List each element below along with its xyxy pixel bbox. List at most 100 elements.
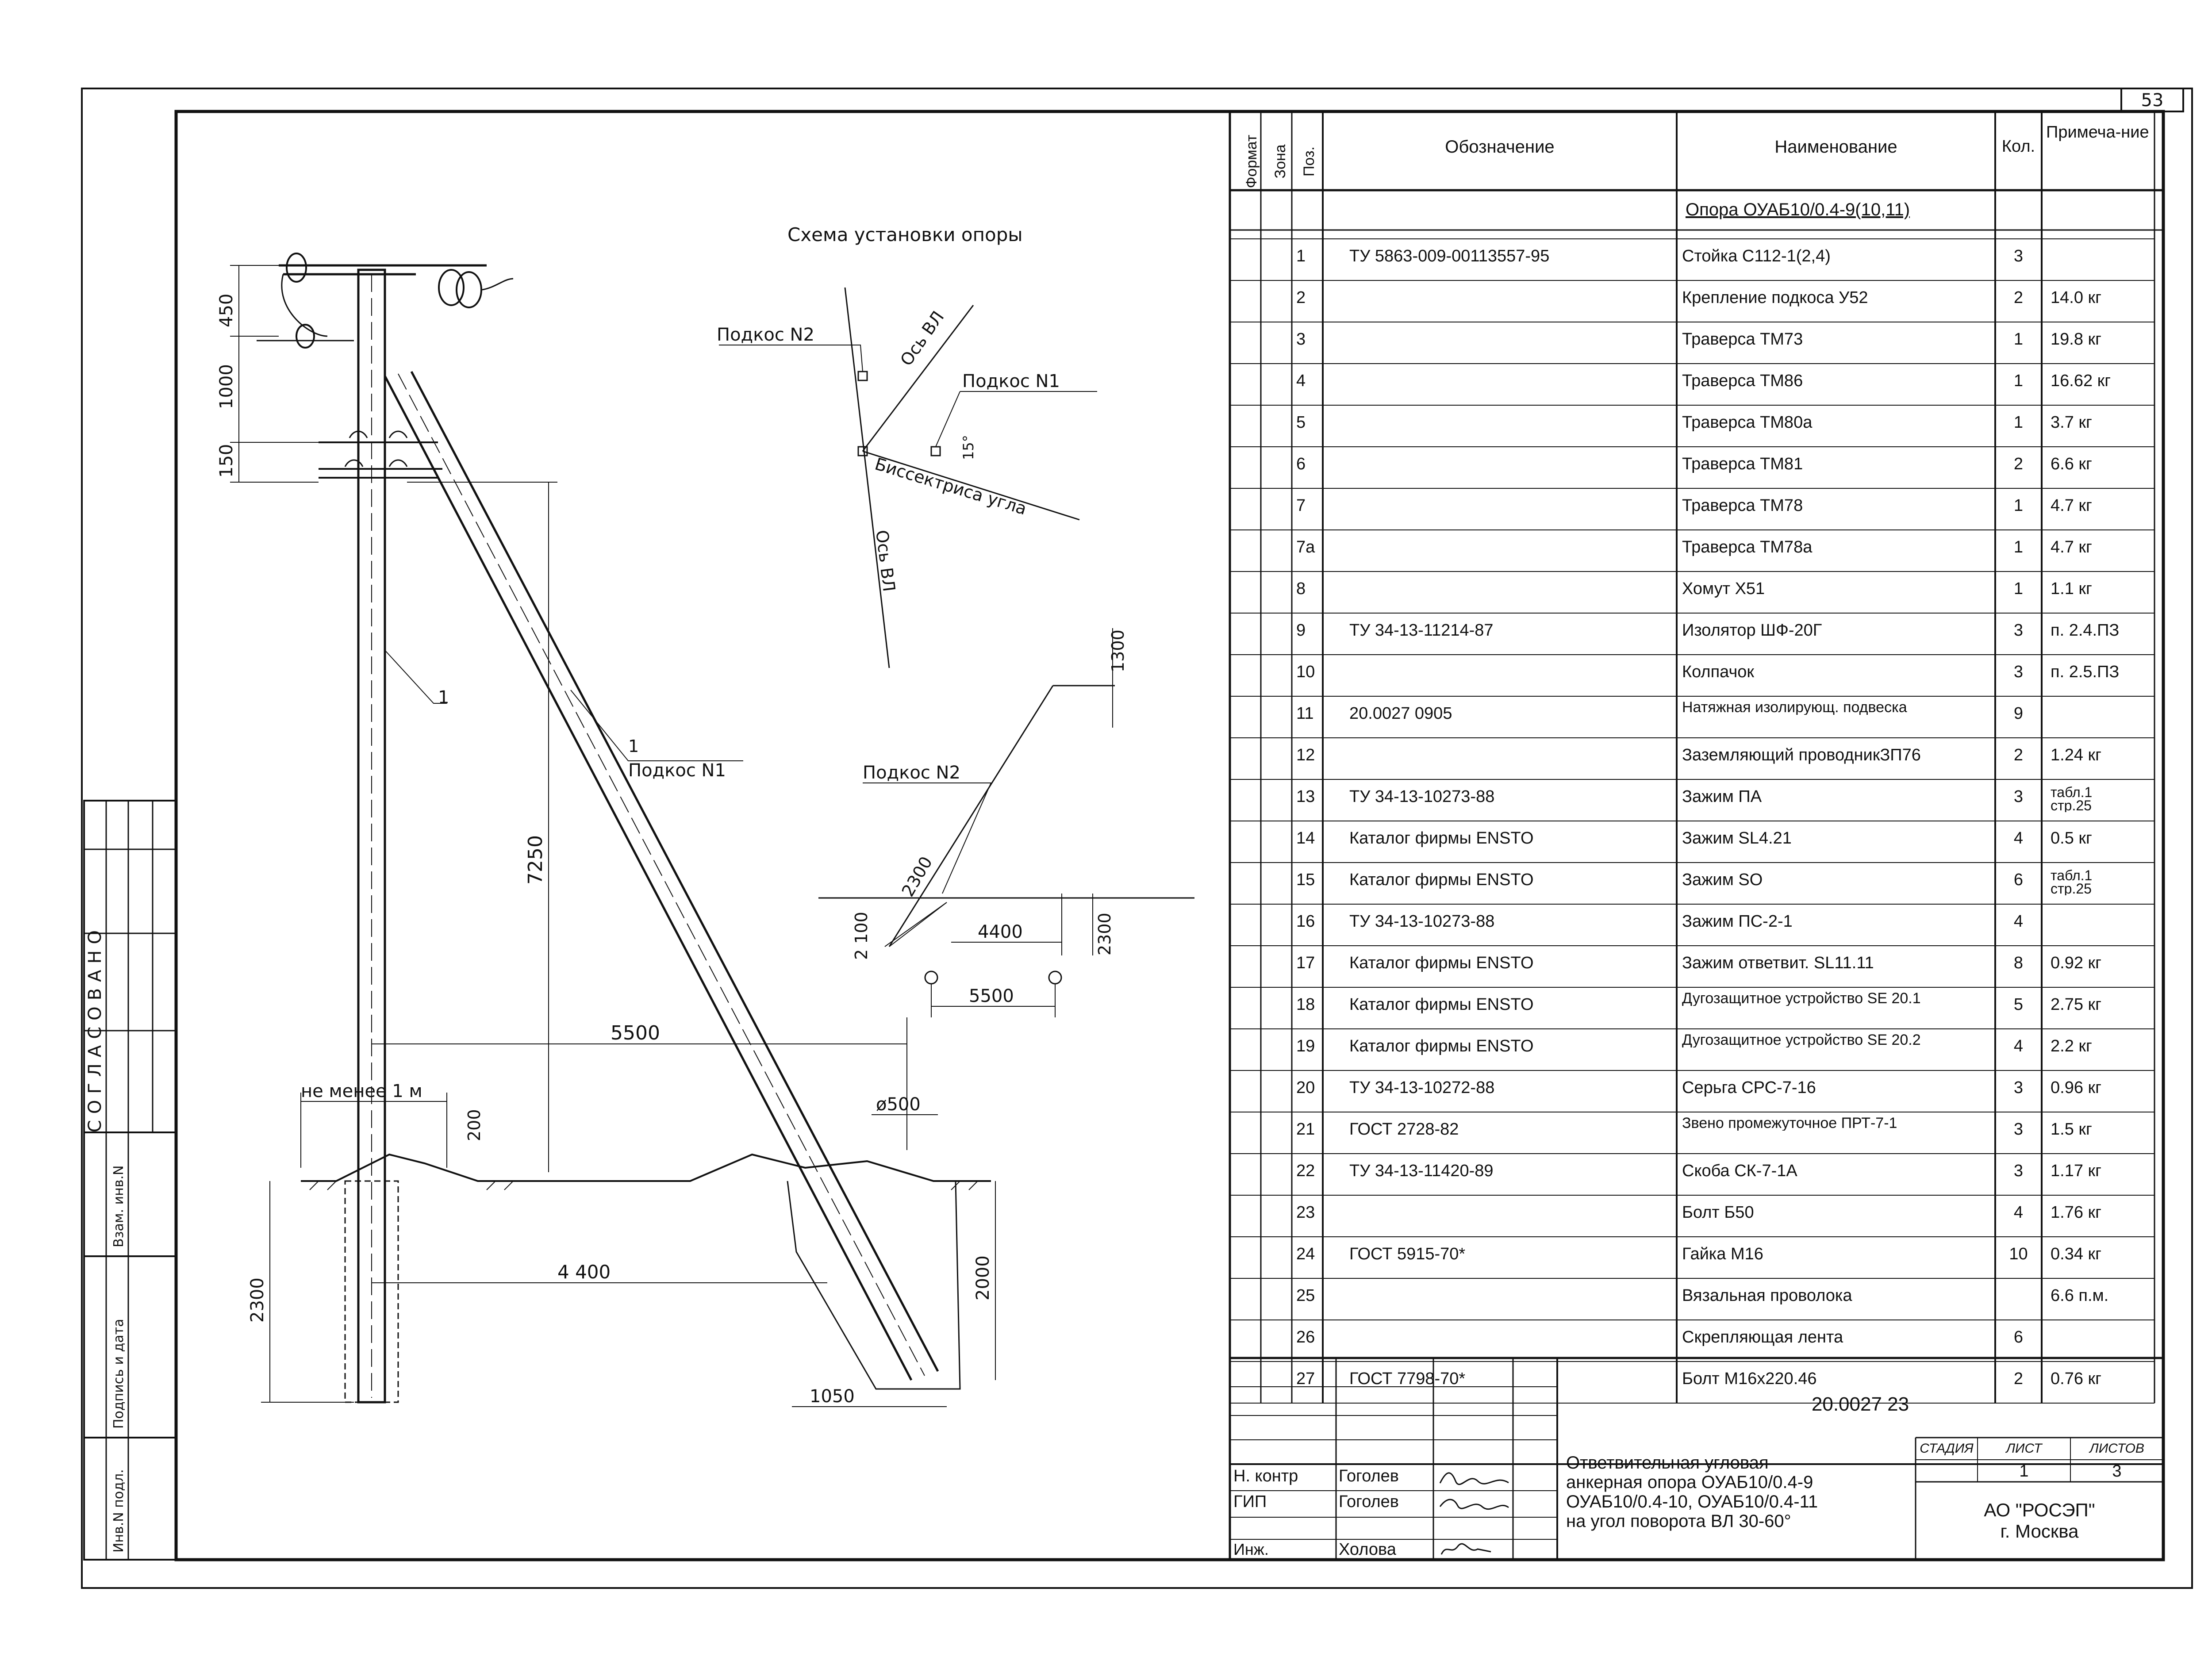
sheets-count: 3 — [2112, 1462, 2122, 1481]
dim-1050: 1050 — [810, 1386, 855, 1407]
header-note: Примеча-ние — [2046, 123, 2149, 142]
spec-row-pos: 27 — [1296, 1369, 1315, 1388]
person-role-0: Н. контр — [1233, 1467, 1298, 1485]
spec-row-note: 16.62 кг — [2051, 372, 2111, 390]
spec-row-name: Траверса ТМ81 — [1682, 455, 1803, 473]
spec-row-name: Траверса ТМ78 — [1682, 496, 1803, 515]
spec-row-pos: 17 — [1296, 954, 1315, 972]
spec-row-note: п. 2.4.ПЗ — [2051, 621, 2120, 640]
spec-row-qty: 2 — [2013, 455, 2024, 473]
spec-row-note: табл.1 стр.25 — [2051, 786, 2093, 812]
spec-row-pos: 15 — [1296, 871, 1315, 889]
sheet-number: 1 — [2019, 1462, 2029, 1481]
spec-row-note: 1.76 кг — [2051, 1203, 2102, 1222]
spec-row-pos: 18 — [1296, 995, 1315, 1014]
pole-drawing: 450 1000 150 7250 5500 не менее 1 м 200 … — [216, 253, 996, 1407]
spec-row-qty: 3 — [2013, 247, 2024, 265]
spec-row-pos: 23 — [1296, 1203, 1315, 1222]
stamp-field-0: Взам. инв.N — [111, 1166, 127, 1247]
dim-4400-detail: 4400 — [978, 922, 1023, 942]
spec-row-pos: 16 — [1296, 912, 1315, 931]
spec-row-qty: 4 — [2013, 912, 2024, 931]
spec-row-pos: 22 — [1296, 1162, 1315, 1180]
outer-frame — [81, 88, 2193, 1589]
person-role-1: ГИП — [1233, 1492, 1267, 1511]
spec-row-name: Зажим SO — [1682, 871, 1763, 889]
person-role-2: Инж. — [1233, 1540, 1269, 1558]
spec-row-pos: 13 — [1296, 787, 1315, 806]
spec-row-des: ГОСТ 2728-82 — [1349, 1120, 1459, 1139]
spec-row-note: 6.6 кг — [2051, 455, 2092, 473]
dim-200: 200 — [465, 1109, 484, 1141]
stamp-field-1: Подпись и дата — [111, 1319, 127, 1429]
spec-row-note: 0.92 кг — [2051, 954, 2102, 972]
spec-row-des: ТУ 34-13-11214-87 — [1349, 621, 1494, 640]
spec-row-des: ТУ 34-13-10273-88 — [1349, 787, 1495, 806]
spec-row-qty: 6 — [2013, 871, 2024, 889]
brace-pole — [384, 371, 939, 1381]
doc-title: Ответвительная угловая анкерная опора ОУ… — [1566, 1453, 1911, 1531]
spec-row-note: 1.1 кг — [2051, 579, 2092, 598]
spec-row-des: ТУ 34-13-11420-89 — [1349, 1162, 1494, 1180]
dim-150: 150 — [216, 444, 237, 478]
doc-title-line-1: анкерная опора ОУАБ10/0.4-9 — [1566, 1473, 1813, 1492]
spec-row-pos: 1 — [1296, 247, 1306, 265]
spec-row-des: 20.0027 0905 — [1349, 704, 1452, 723]
spec-row-qty: 5 — [2013, 995, 2024, 1014]
spec-row-qty: 10 — [2009, 1245, 2028, 1263]
spec-row-qty: 4 — [2013, 1037, 2024, 1055]
spec-row-des: Каталог фирмы ENSTO — [1349, 829, 1534, 848]
dim-7250: 7250 — [524, 835, 547, 885]
sheet-label: ЛИСТ — [2006, 1441, 2042, 1456]
signature-2 — [1440, 1543, 1491, 1555]
spec-row-name: Скрепляющая лента — [1682, 1328, 1843, 1346]
spec-row-note: 1.5 кг — [2051, 1120, 2092, 1139]
signature-1 — [1439, 1499, 1509, 1510]
doc-code: 20.0027 23 — [1811, 1393, 1909, 1415]
dim-2000: 2000 — [973, 1255, 993, 1300]
spec-row-name: Болт Б50 — [1682, 1203, 1754, 1222]
spec-row-des: ТУ 5863-009-00113557-95 — [1349, 247, 1550, 265]
spec-row-pos: 26 — [1296, 1328, 1315, 1346]
spec-row-name: Зажим SL4.21 — [1682, 829, 1792, 848]
scheme-brace1: Подкос N1 — [962, 371, 1060, 391]
person-name-0: Гоголев — [1339, 1467, 1399, 1485]
spec-row-pos: 7а — [1296, 538, 1315, 556]
dim-2300: 2300 — [247, 1277, 268, 1323]
label-brace1: Подкос N1 — [628, 760, 726, 781]
spec-row-des: Каталог фирмы ENSTO — [1349, 995, 1534, 1014]
signature-0 — [1439, 1472, 1509, 1485]
spec-row-pos: 19 — [1296, 1037, 1315, 1055]
org-line-1: АО "РОСЭП" — [1984, 1500, 2095, 1520]
header-pos: Поз. — [1301, 146, 1317, 176]
spec-row-qty: 1 — [2013, 496, 2024, 515]
spec-row-qty: 1 — [2013, 372, 2024, 390]
spec-row-qty: 3 — [2013, 1078, 2024, 1097]
spec-row-note: 0.5 кг — [2051, 829, 2092, 848]
dim-1300: 1300 — [1108, 629, 1128, 672]
spec-row-note: табл.1 стр.25 — [2051, 869, 2093, 895]
spec-row-pos: 7 — [1296, 496, 1306, 515]
spec-row-name: Звено промежуточное ПРТ-7-1 — [1682, 1116, 1897, 1131]
scheme-brace2: Подкос N2 — [717, 325, 814, 345]
header-qty: Кол. — [2001, 137, 2035, 156]
spec-row-name: Скоба СК-7-1А — [1682, 1162, 1797, 1180]
spec-row-qty: 3 — [2013, 1120, 2024, 1139]
brace-pit — [787, 1181, 961, 1390]
spec-row-note: 3.7 кг — [2051, 413, 2092, 432]
stamp-field-2: Инв.N подл. — [111, 1469, 127, 1553]
spec-row-name: Зажим ПС-2-1 — [1682, 912, 1793, 931]
spec-row-name: Колпачок — [1682, 663, 1755, 681]
person-name-2: Холова — [1339, 1540, 1396, 1559]
spec-row-pos: 21 — [1296, 1120, 1315, 1139]
spec-row-name: Серьга СРС-7-16 — [1682, 1078, 1816, 1097]
dim-450: 450 — [216, 294, 237, 327]
spec-row-qty: 6 — [2013, 1328, 2024, 1346]
spec-row-name: Заземляющий проводникЗП76 — [1682, 746, 1921, 764]
spec-row-note: 1.24 кг — [2051, 746, 2102, 764]
spec-row-des: Каталог фирмы ENSTO — [1349, 954, 1534, 972]
spec-row-note: 19.8 кг — [2051, 330, 2102, 349]
scheme-bisector: Биссектриса угла — [872, 454, 1029, 519]
spec-row-note: 0.76 кг — [2051, 1369, 2102, 1388]
